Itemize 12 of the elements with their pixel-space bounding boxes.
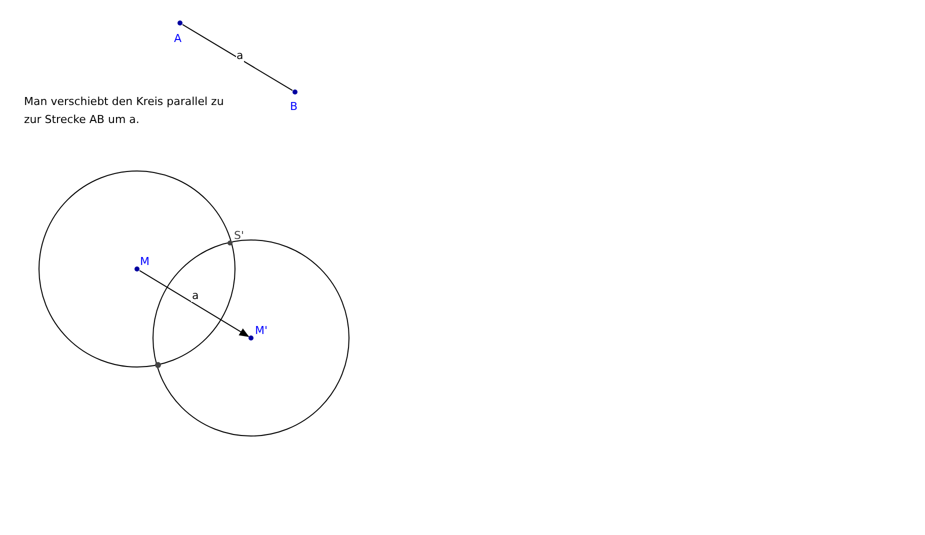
line-segment <box>182 24 293 91</box>
point <box>226 229 246 247</box>
point-label: M <box>140 256 150 268</box>
vector-arrow <box>139 270 250 337</box>
point-label: B <box>290 101 298 113</box>
note-text: Man verschiebt den Kreis parallel zu zur Strecke AB um a. <box>24 94 225 128</box>
point-label: A <box>174 33 182 45</box>
point <box>247 324 269 342</box>
edge-label: a <box>236 50 244 62</box>
point-label: S' <box>234 230 244 242</box>
edge-label: a <box>191 290 200 302</box>
point-label: M' <box>255 325 268 337</box>
